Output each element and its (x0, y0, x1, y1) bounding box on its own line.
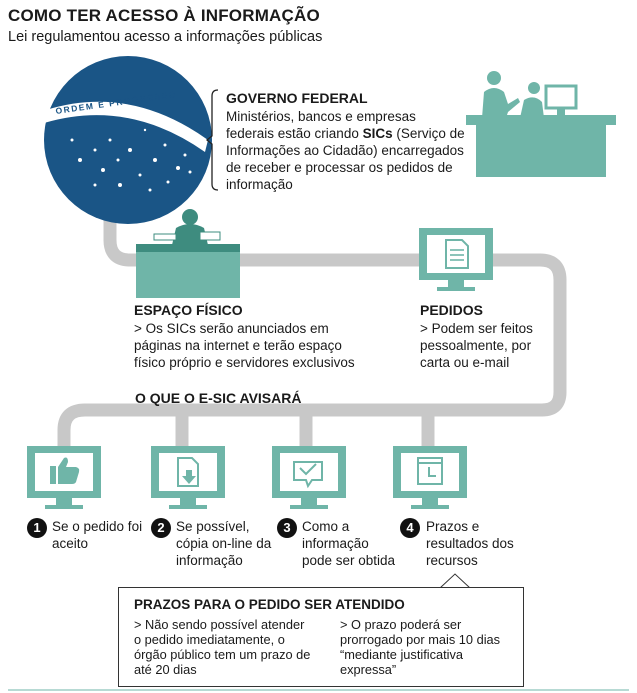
prazos-text-2: > O prazo poderá ser prorrogado por mais… (340, 617, 501, 677)
chat-check-icon (293, 461, 323, 489)
office-workers-icon (466, 71, 616, 177)
page-title: COMO TER ACESSO À INFORMAÇÃO (8, 6, 320, 25)
step-badge-2: 2 (151, 518, 171, 538)
prazos-text-1: > Não sendo possível atender o pedido im… (134, 617, 311, 677)
prazos-title: PRAZOS PARA O PEDIDO SER ATENDIDO (134, 597, 405, 612)
step-badge-3: 3 (277, 518, 297, 538)
bracket (205, 89, 219, 191)
esic-title: O QUE O E-SIC AVISARÁ (135, 390, 302, 406)
governo-title: GOVERNO FEDERAL (226, 90, 368, 106)
flow-pipe (57, 195, 567, 450)
callout-pointer (438, 573, 472, 589)
pedidos-title: PEDIDOS (420, 302, 484, 318)
espaco-text: > Os SICs serão anunciados em páginas na… (134, 321, 355, 370)
step-badge-4: 4 (400, 518, 420, 538)
step-badge-1: 1 (27, 518, 47, 538)
espaco-title: ESPAÇO FÍSICO (134, 302, 243, 318)
pedidos-monitor-icon (419, 228, 493, 291)
desk-person-icon (136, 209, 240, 298)
brazil-flag-globe-icon: ORDEM E PROGRESSO (44, 56, 212, 224)
step-text-3: Como a informação pode ser obtida (302, 519, 396, 568)
monitor-4 (393, 446, 467, 509)
clock-icon (417, 457, 443, 485)
step-text-1: Se o pedido foi aceito (52, 519, 143, 551)
governo-text: Ministérios, bancos e empresas federais … (226, 109, 465, 192)
sics-highlight: SICs (362, 126, 393, 141)
step-text-4: Prazos e resultados dos recursos (426, 519, 514, 568)
page-subtitle: Lei regulamentou acesso a informações pú… (8, 29, 323, 45)
monitor-1 (27, 446, 101, 509)
monitor-3 (272, 446, 346, 509)
prazos-box (118, 587, 524, 687)
monitor-2 (151, 446, 225, 509)
pedidos-text: > Podem ser feitos pessoalmente, por car… (420, 321, 533, 370)
step-text-2: Se possível, cópia on-line da informação (176, 519, 272, 568)
document-download-icon (177, 457, 199, 487)
thumbs-up-icon (50, 457, 80, 484)
